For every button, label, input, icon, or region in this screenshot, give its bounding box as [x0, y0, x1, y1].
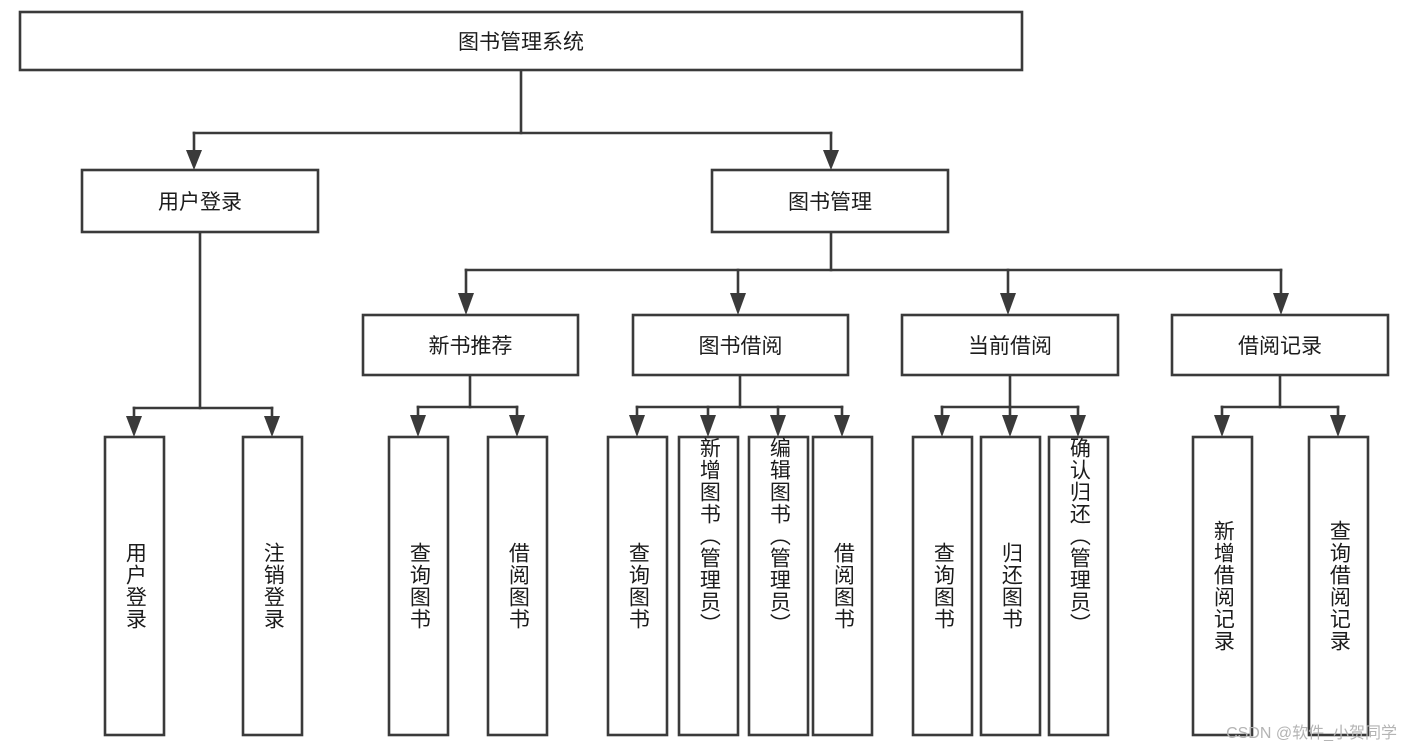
- arrow-user-login: [186, 150, 202, 170]
- leaf-box-bookborrow-borrow[interactable]: [811, 435, 874, 737]
- arrow-new-book: [458, 293, 474, 315]
- arrow-borrow-record: [1273, 293, 1289, 315]
- arrow-current-borrow: [1000, 293, 1016, 315]
- edges-book-borrow-to-leaves: [629, 373, 850, 437]
- watermark-text: CSDN @软件_小贺同学: [1226, 725, 1397, 742]
- edges-root-to-level2: [186, 68, 839, 170]
- node-book-borrow-box[interactable]: [631, 313, 850, 377]
- edges-new-book-to-leaves: [410, 373, 525, 437]
- arrow-currentborrow-confirm: [1070, 415, 1086, 437]
- node-book-manage-box[interactable]: [710, 168, 950, 234]
- arrow-newbook-query: [410, 415, 426, 437]
- leaf-box-borrowrecord-query[interactable]: [1307, 435, 1370, 737]
- node-current-borrow-box[interactable]: [900, 313, 1120, 377]
- arrow-borrowrecord-add: [1214, 415, 1230, 437]
- arrow-bookborrow-edit: [770, 415, 786, 437]
- arrow-leaf-user-login: [126, 416, 142, 437]
- node-new-book-box[interactable]: [361, 313, 580, 377]
- edges-current-borrow-to-leaves: [934, 373, 1086, 437]
- node-root-box[interactable]: [18, 10, 1024, 72]
- arrow-currentborrow-return: [1002, 415, 1018, 437]
- arrow-book-borrow: [730, 293, 746, 315]
- node-user-login-box[interactable]: [80, 168, 320, 234]
- leaf-box-user-login[interactable]: [103, 435, 166, 737]
- edges-book-manage-to-level3: [458, 230, 1289, 315]
- leaf-box-logout[interactable]: [241, 435, 304, 737]
- leaf-box-currentborrow-confirm[interactable]: [1047, 435, 1110, 737]
- edges-borrow-record-to-leaves: [1214, 373, 1346, 437]
- edges-user-login-to-leaves: [126, 230, 280, 437]
- leaf-box-currentborrow-query[interactable]: [911, 435, 974, 737]
- leaf-box-bookborrow-query[interactable]: [606, 435, 669, 737]
- arrow-bookborrow-add: [700, 415, 716, 437]
- leaf-box-bookborrow-add[interactable]: [677, 435, 740, 737]
- leaf-box-newbook-query[interactable]: [387, 435, 450, 737]
- arrow-bookborrow-query: [629, 415, 645, 437]
- arrow-book-manage: [823, 150, 839, 170]
- leaf-box-newbook-borrow[interactable]: [486, 435, 549, 737]
- node-borrow-record-box[interactable]: [1170, 313, 1390, 377]
- leaf-box-borrowrecord-add[interactable]: [1191, 435, 1254, 737]
- arrow-bookborrow-borrow: [834, 415, 850, 437]
- arrow-borrowrecord-query: [1330, 415, 1346, 437]
- arrow-leaf-logout: [264, 416, 280, 437]
- arrow-newbook-borrow: [509, 415, 525, 437]
- leaf-box-currentborrow-return[interactable]: [979, 435, 1042, 737]
- leaf-box-bookborrow-edit[interactable]: [747, 435, 810, 737]
- arrow-currentborrow-query: [934, 415, 950, 437]
